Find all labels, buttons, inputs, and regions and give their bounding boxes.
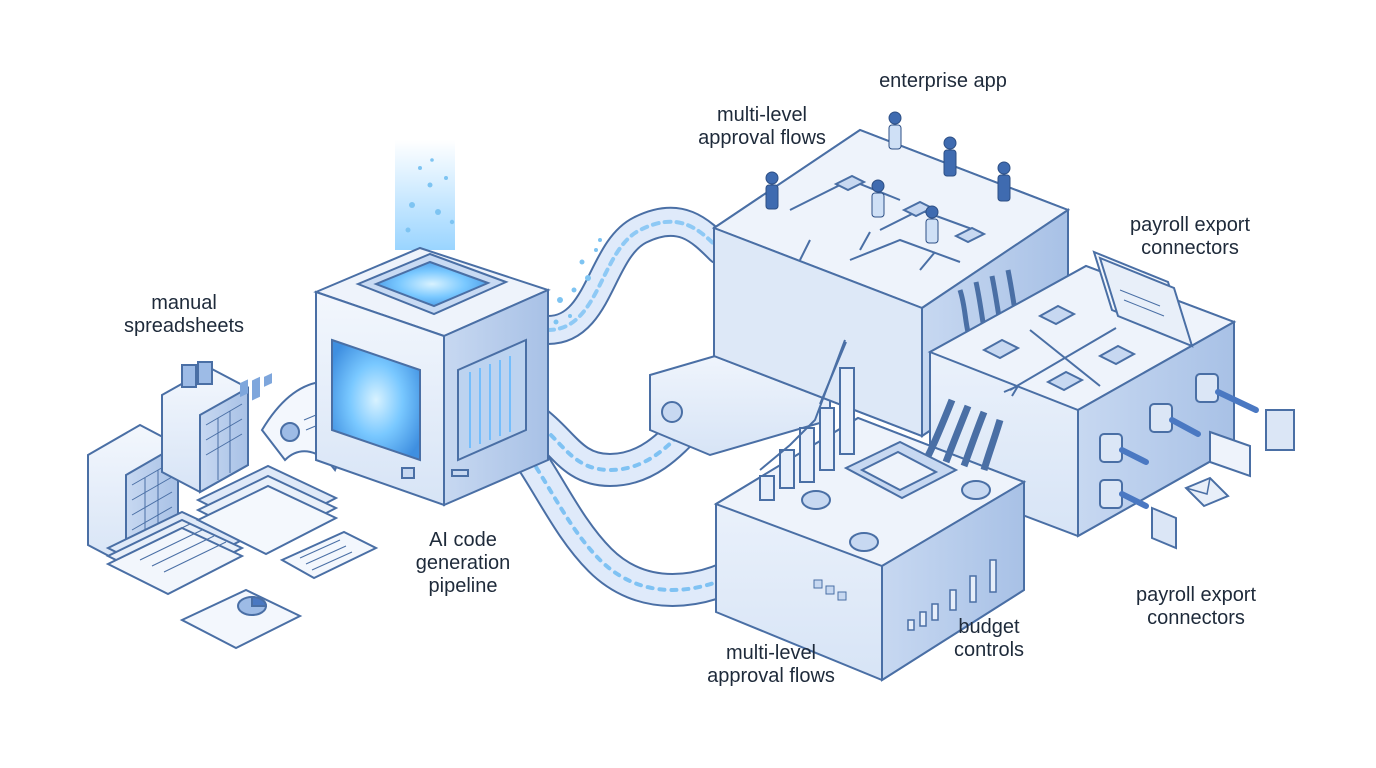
pie-chart-icon [179,588,303,650]
bar-chart-report-stack [195,373,339,556]
payroll-connector-block [927,250,1295,550]
label-line: enterprise app [879,70,1007,92]
label-line: controls [953,639,1025,661]
label-line: payroll export [1135,584,1257,606]
label-line: budget [958,616,1020,638]
particle-dots [405,158,455,233]
label-line: connectors [1141,237,1239,259]
mail-icon [1184,476,1230,508]
data-stream-icon [553,238,602,325]
label-approval-flows-bottom: multi-level approval flows [707,642,835,688]
checkmark-icon [833,174,987,244]
document-icon [1209,430,1251,478]
budget-controls-block [713,339,1027,682]
arrow-tile-icon [1045,370,1085,392]
bank-icon [1097,344,1137,366]
calculator-icon [843,440,959,500]
label-line: AI code [429,529,497,551]
label-line: generation [415,552,511,574]
label-budget-controls: budget controls [954,616,1024,662]
label-payroll-top: payroll export connectors [1130,214,1250,260]
document-icon [279,530,379,580]
label-enterprise-app: enterprise app [879,70,1007,93]
label-manual-spreadsheets: manual spreadsheets [124,292,244,338]
bank-icon [1151,506,1177,550]
bar-chart-icon [759,367,855,501]
arrow-icon [819,341,847,405]
label-line: approval flows [698,127,826,149]
dollar-coin-icon [1037,304,1077,326]
label-payroll-bottom: payroll export connectors [1136,584,1256,630]
label-line: multi-level [725,642,817,664]
check-document-icon [1092,250,1194,348]
port-icon [661,401,683,423]
ai-icon [981,338,1021,360]
label-line: approval flows [707,665,835,687]
label-line: multi-level [716,104,808,126]
label-line: pipeline [428,575,498,597]
ai-processor-box [313,140,602,507]
label-line: manual [151,292,217,314]
label-line: connectors [1147,607,1245,629]
person-icon [765,111,1011,244]
label-line: spreadsheets [123,315,245,337]
processor-chip-icon [355,252,509,316]
arrow-tile-icon [1265,409,1295,451]
label-line: payroll export [1129,214,1251,236]
dollar-coin-icon [801,480,991,552]
label-approval-flows-top: multi-level approval flows [698,104,826,150]
label-ai-pipeline: AI code generation pipeline [416,529,511,598]
spreadsheet-stack-icon [105,510,245,596]
